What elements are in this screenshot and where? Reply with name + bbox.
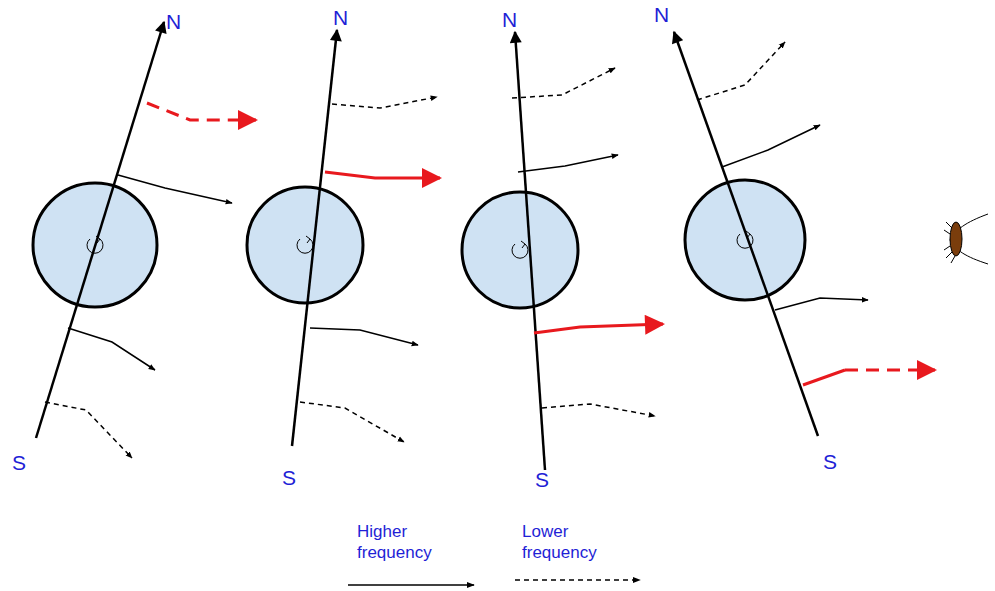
beam-arrow xyxy=(722,125,820,167)
rotation-axis xyxy=(36,22,164,438)
observer-eye xyxy=(944,214,988,264)
pole-label: S xyxy=(282,467,296,488)
beam-arrow xyxy=(310,328,418,345)
beam-arrow xyxy=(300,402,404,442)
beam-arrow xyxy=(518,155,618,172)
rotation-axis xyxy=(292,30,337,446)
beam-arrow xyxy=(68,328,155,370)
pole-label: S xyxy=(823,451,837,472)
beam-arrow xyxy=(534,324,663,333)
pole-label: N xyxy=(333,7,348,28)
rotation-symbol xyxy=(512,241,528,258)
rotation-symbol xyxy=(297,236,313,253)
pole-label: N xyxy=(654,4,669,25)
beam-arrow xyxy=(697,42,785,100)
pole-label: S xyxy=(12,452,26,473)
rotation-axis xyxy=(674,32,818,436)
beam-arrow xyxy=(325,172,440,178)
star-circle xyxy=(685,180,805,300)
pulsar-figure xyxy=(674,32,935,436)
legend-sample-line xyxy=(348,584,474,586)
pulsar-figure xyxy=(247,30,440,446)
beam-arrow xyxy=(542,404,655,416)
star-circle xyxy=(247,187,363,303)
beam-arrow xyxy=(775,298,868,310)
rotation-axis xyxy=(515,32,545,470)
beam-arrow xyxy=(332,97,437,108)
rotation-symbol xyxy=(737,231,753,248)
pulsar-figure xyxy=(462,32,663,470)
pulsar-figure xyxy=(33,22,256,458)
beam-arrow xyxy=(845,369,935,372)
legend-text: Higher frequency xyxy=(357,521,449,564)
pole-label: N xyxy=(502,9,517,30)
rotation-symbol xyxy=(87,236,103,253)
pole-label: N xyxy=(166,11,181,32)
legend-text: Lower frequency xyxy=(522,521,614,564)
beam-arrow xyxy=(45,402,132,458)
beam-arrow xyxy=(803,370,845,385)
beam-arrow xyxy=(118,175,232,203)
beam-arrow xyxy=(512,68,615,98)
legend-sample-line xyxy=(515,579,640,581)
star-circle xyxy=(462,192,578,308)
pole-label: S xyxy=(535,469,549,490)
beam-arrow xyxy=(147,103,256,120)
